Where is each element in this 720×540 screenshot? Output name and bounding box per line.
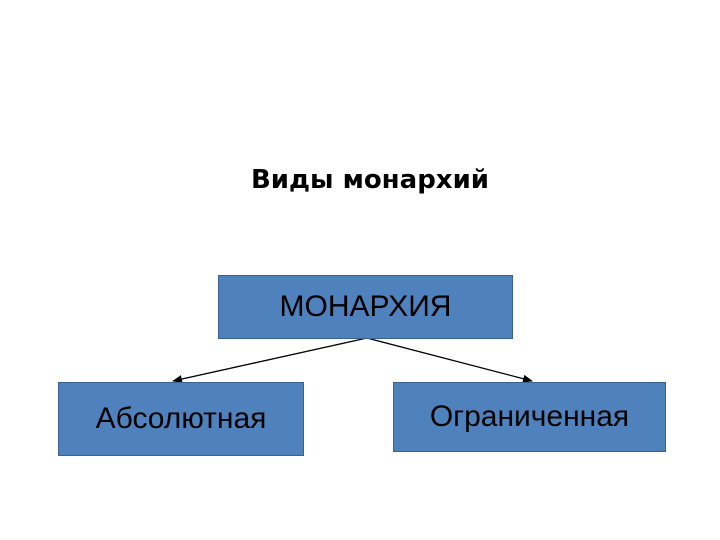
node-limited-label: Ограниченная [429,400,630,433]
arrow-to-absolute [172,337,368,383]
node-monarchy-label: МОНАРХИЯ [279,290,452,323]
slide-title: Виды монархий [250,165,490,195]
node-absolute-label: Абсолютная [95,402,267,435]
node-monarchy: МОНАРХИЯ [218,275,513,339]
node-limited: Ограниченная [393,382,666,452]
node-absolute: Абсолютная [58,382,304,456]
arrow-to-limited [366,337,533,383]
